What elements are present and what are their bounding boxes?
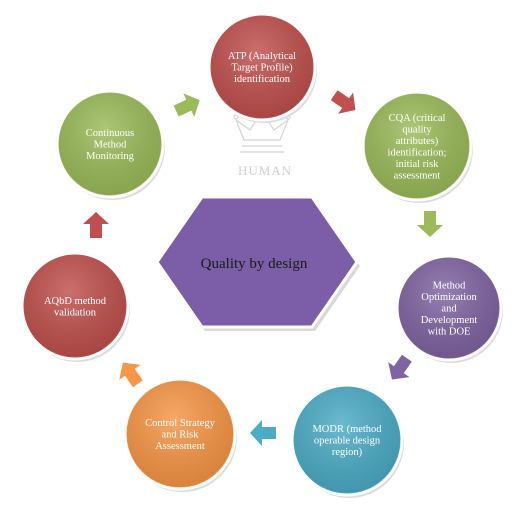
node-label-line: Control Strategy xyxy=(145,418,215,429)
node-label-line: assessment xyxy=(394,170,441,181)
arrow-cqa-to-method xyxy=(417,211,443,237)
node-label-line: CQA (critical xyxy=(389,113,446,124)
node-label-line: Monitoring xyxy=(86,151,135,162)
node-label-line: attributes) xyxy=(396,136,439,147)
arrow-aqbd-to-continuous xyxy=(83,212,109,238)
node-shading xyxy=(294,387,400,493)
node-label-line: operable design xyxy=(314,436,381,447)
node-shading xyxy=(399,258,499,358)
node-label-line: validation xyxy=(54,307,97,318)
node-label-line: Method xyxy=(94,140,127,151)
node-label-line: Development xyxy=(421,315,478,326)
node-label-line: with DOE xyxy=(428,327,471,338)
arrow-method-to-modr xyxy=(388,354,412,380)
node-shading xyxy=(59,93,161,195)
node-shading xyxy=(24,255,126,357)
node-label-line: MODR (method xyxy=(312,424,382,435)
node-label-line: Continuous xyxy=(86,128,134,139)
node-label-line: region) xyxy=(332,447,363,458)
node-label-line: identification xyxy=(234,74,291,85)
node-label-line: ATP (Analytical xyxy=(228,51,296,62)
arrow-atp-to-cqa xyxy=(330,90,356,114)
node-label-line: Method xyxy=(433,281,466,292)
node-label-line: Optimization xyxy=(421,292,477,303)
node-shading xyxy=(127,381,233,487)
node-label-line: Target Profile) xyxy=(231,63,293,74)
node-label-line: initial risk xyxy=(396,159,440,170)
node-label-line: identification; xyxy=(388,147,447,158)
node-label-line: AQbD method xyxy=(44,296,107,307)
node-shading xyxy=(365,94,469,198)
node-label-line: and xyxy=(441,304,457,315)
node-label-line: quality xyxy=(402,124,432,135)
center-label: Quality by design xyxy=(201,256,308,272)
node-shading xyxy=(211,16,313,118)
arrow-continuous-to-atp xyxy=(173,93,200,117)
arrow-modr-to-control xyxy=(250,420,276,446)
node-label-line: and Risk xyxy=(161,430,199,441)
watermark-text: HUMAN xyxy=(238,163,292,178)
center-hexagon: Quality by design xyxy=(155,195,360,331)
center-hexagon-shape xyxy=(155,195,359,329)
arrows-layer xyxy=(83,90,443,446)
node-label-line: Assessment xyxy=(155,441,205,452)
arrow-control-to-aqbd xyxy=(119,362,143,388)
